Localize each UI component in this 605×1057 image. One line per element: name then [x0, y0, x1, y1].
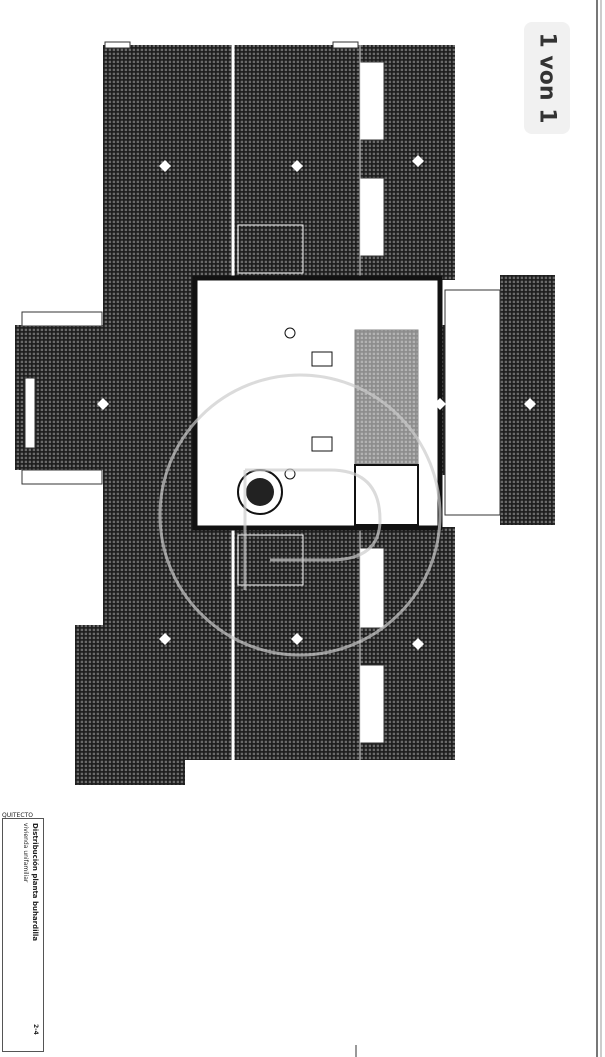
architect-label: QUITECTO — [2, 812, 33, 819]
title-block: Distribución planta buhardilla vivienda … — [2, 818, 44, 1052]
drawing-title: Distribución planta buhardilla — [31, 823, 39, 942]
attic-room — [192, 275, 443, 531]
page-indicator-badge: 1 von 1 — [524, 22, 570, 134]
roof-slope-markers — [97, 155, 536, 650]
page-indicator: 1 von 1 — [534, 32, 560, 124]
watermark-logo — [158, 373, 442, 657]
project-name: vivienda unifamiliar — [22, 823, 29, 883]
sheet-number: 2-4 — [32, 1024, 39, 1035]
openings — [21, 41, 501, 744]
